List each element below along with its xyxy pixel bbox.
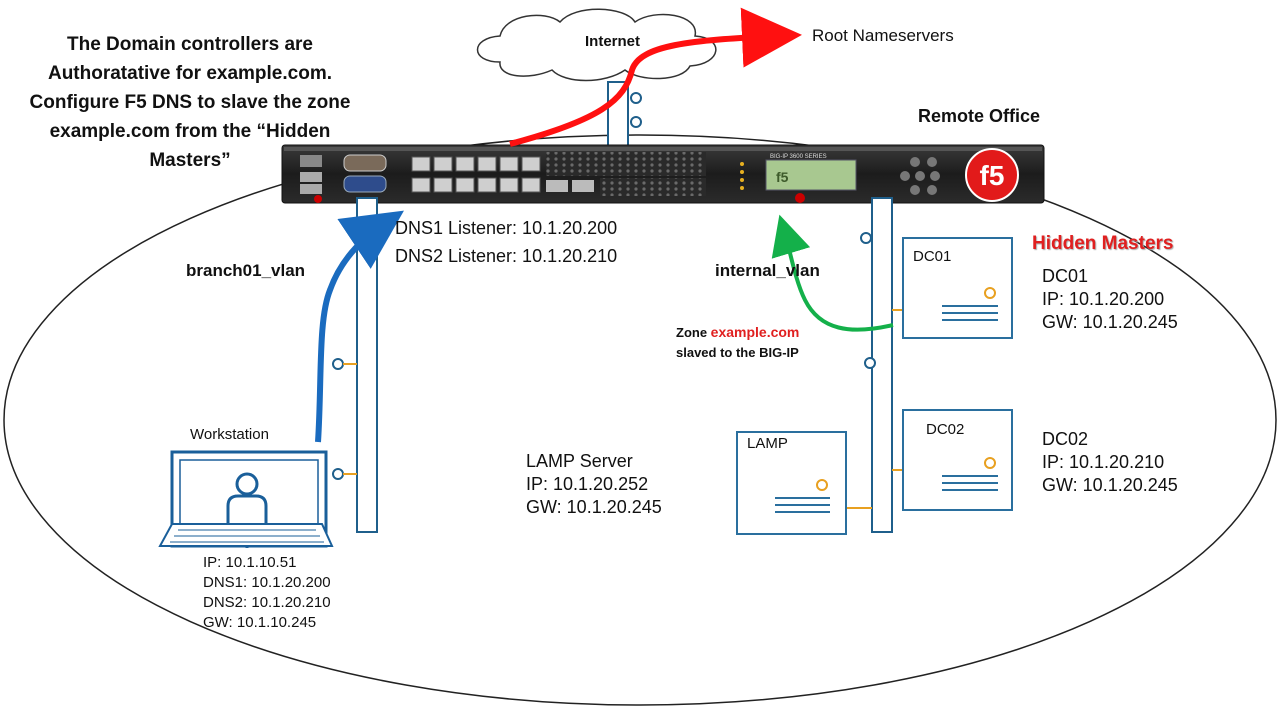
dns2-listener-label: DNS2 Listener: 10.1.20.210 bbox=[395, 246, 618, 266]
workstation-info: IP: 10.1.10.51 DNS1: 10.1.20.200 DNS2: 1… bbox=[203, 553, 331, 633]
blue-arrow-query bbox=[315, 210, 404, 443]
dc01-box-label: DC01 bbox=[913, 248, 952, 265]
vlan-port-dot bbox=[332, 468, 344, 480]
dc01-gw: GW: 10.1.20.245 bbox=[1042, 312, 1178, 332]
dc01-ip: IP: 10.1.20.200 bbox=[1042, 289, 1165, 309]
intro-line: Authoratative for example.com. bbox=[47, 63, 333, 84]
big-ip-device bbox=[281, 144, 1045, 204]
intro-line: Masters” bbox=[149, 150, 231, 171]
vlan-port-dot bbox=[860, 232, 872, 244]
hidden-masters-label: Hidden Masters bbox=[1032, 233, 1174, 254]
dc02-name: DC02 bbox=[1042, 429, 1089, 449]
red-arrow-to-root bbox=[509, 7, 802, 147]
workstation-ip: IP: 10.1.10.51 bbox=[203, 554, 297, 571]
device-series-text: BIG-IP 3600 SERIES bbox=[770, 154, 827, 160]
lamp-box-label: LAMP bbox=[747, 435, 788, 452]
intro-line: The Domain controllers are bbox=[66, 34, 313, 55]
dc02-server bbox=[902, 409, 1013, 511]
lamp-name: LAMP Server bbox=[526, 451, 633, 471]
workstation-icon bbox=[158, 450, 334, 548]
dc02-info: DC02 IP: 10.1.20.210 GW: 10.1.20.245 bbox=[1042, 428, 1178, 497]
internet-cloud bbox=[476, 8, 717, 82]
lamp-ip: IP: 10.1.20.252 bbox=[526, 474, 649, 494]
intro-line: example.com from the “Hidden bbox=[49, 121, 331, 142]
internal-vlan-label: internal_vlan bbox=[715, 261, 820, 280]
dc01-name: DC01 bbox=[1042, 266, 1089, 286]
root-nameservers-label: Root Nameservers bbox=[812, 26, 954, 45]
zone-line-1: Zone example.com bbox=[676, 322, 799, 343]
remote-office-boundary bbox=[3, 134, 1277, 706]
green-arrow-zone-transfer bbox=[771, 214, 894, 332]
remote-office-label: Remote Office bbox=[918, 106, 1041, 126]
branch01-vlan-bar bbox=[356, 197, 378, 533]
device-lcd-logo: f5 bbox=[776, 169, 789, 185]
zone-prefix: Zone bbox=[676, 325, 711, 340]
vlan-port-dot bbox=[332, 358, 344, 370]
workstation-dns1: DNS1: 10.1.20.200 bbox=[203, 574, 331, 591]
workstation-label: Workstation bbox=[190, 426, 269, 443]
zone-name: example.com bbox=[710, 324, 800, 340]
dc02-ip: IP: 10.1.20.210 bbox=[1042, 452, 1165, 472]
lamp-server bbox=[736, 431, 847, 535]
workstation-dns2: DNS2: 10.1.20.210 bbox=[203, 594, 331, 611]
f5-logo: f5 bbox=[980, 160, 1005, 191]
dc01-info: DC01 IP: 10.1.20.200 GW: 10.1.20.245 bbox=[1042, 265, 1178, 334]
vlan-port-dot bbox=[864, 357, 876, 369]
workstation-gw: GW: 10.1.10.245 bbox=[203, 614, 317, 631]
dc02-box-label: DC02 bbox=[926, 421, 965, 438]
lamp-gw: GW: 10.1.20.245 bbox=[526, 497, 662, 517]
dc01-server bbox=[902, 237, 1013, 339]
branch01-vlan-label: branch01_vlan bbox=[186, 261, 306, 280]
intro-note: The Domain controllers are Authoratative… bbox=[10, 30, 370, 175]
uplink-port-dot bbox=[630, 92, 642, 104]
intro-line: Configure F5 DNS to slave the zone bbox=[29, 92, 351, 113]
dns1-listener-label: DNS1 Listener: 10.1.20.200 bbox=[395, 218, 618, 238]
internet-label: Internet bbox=[585, 33, 641, 50]
lamp-info: LAMP Server IP: 10.1.20.252 GW: 10.1.20.… bbox=[526, 450, 662, 519]
zone-line-2: slaved to the BIG-IP bbox=[676, 345, 799, 360]
zone-note: Zone example.com slaved to the BIG-IP bbox=[676, 322, 799, 363]
dc02-gw: GW: 10.1.20.245 bbox=[1042, 475, 1178, 495]
uplink-port-dot bbox=[630, 116, 642, 128]
